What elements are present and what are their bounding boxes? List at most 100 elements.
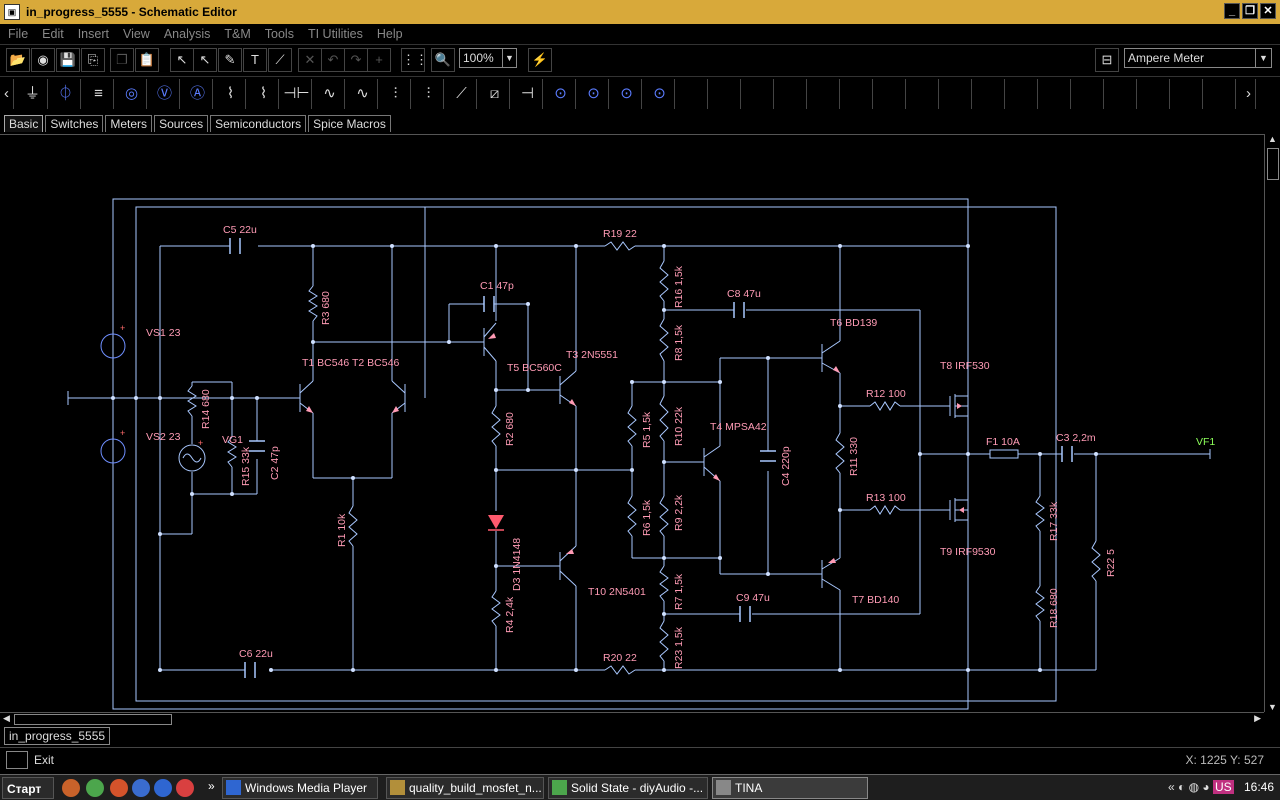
capacitor-icon[interactable]: ⊣⊢ — [282, 79, 312, 109]
empty-slot[interactable] — [1008, 79, 1038, 109]
wmp-quick-icon[interactable] — [154, 779, 172, 797]
pencil-icon[interactable]: ✎ — [218, 48, 242, 72]
empty-slot[interactable] — [1140, 79, 1170, 109]
scroll-right-icon[interactable]: ▶ — [1254, 713, 1261, 723]
analysis-mode-icon[interactable]: ⚡ — [528, 48, 552, 72]
open-folder-icon[interactable]: 📂 — [6, 48, 30, 72]
empty-slot[interactable] — [843, 79, 873, 109]
meter-select-icon[interactable]: ⊟ — [1095, 48, 1119, 72]
minimize-button[interactable]: _ — [1224, 3, 1240, 19]
ground-icon[interactable]: ⏚ — [18, 79, 48, 109]
menu-edit[interactable]: Edit — [42, 27, 64, 41]
empty-slot[interactable] — [975, 79, 1005, 109]
inductor-icon[interactable]: ∿ — [315, 79, 345, 109]
empty-slot[interactable] — [711, 79, 741, 109]
menu-ti-utilities[interactable]: TI Utilities — [307, 27, 363, 41]
schematic-canvas[interactable]: + + + — [0, 134, 1264, 712]
scroll-thumb[interactable] — [1267, 148, 1279, 180]
tab-semiconductors[interactable]: Semiconductors — [210, 115, 307, 132]
grid-icon[interactable]: ⋮⋮ — [401, 48, 428, 72]
line-tool-icon[interactable]: ⟋ — [268, 48, 292, 72]
potentiometer-icon[interactable]: ⌇ — [249, 79, 279, 109]
task-solid-state[interactable]: Solid State - diyAudio -... — [548, 777, 708, 799]
tab-spice-macros[interactable]: Spice Macros — [308, 115, 391, 132]
document-tab[interactable]: in_progress_5555 — [4, 727, 111, 745]
ground2-icon[interactable]: ≡ — [84, 79, 114, 109]
scroll-down-icon[interactable]: ▼ — [1268, 702, 1277, 712]
wire-arrow-icon[interactable]: ↖ — [193, 48, 217, 72]
expand-quicklaunch-icon[interactable]: » — [208, 779, 215, 793]
save-icon[interactable]: 💾 — [56, 48, 80, 72]
app-icon[interactable]: ▣ — [4, 4, 20, 20]
opera-icon[interactable] — [110, 779, 128, 797]
varistor-icon[interactable]: ⧄ — [480, 79, 510, 109]
undo-icon[interactable]: ↶ — [321, 48, 345, 72]
quicklaunch-icon[interactable] — [62, 779, 80, 797]
menu-file[interactable]: File — [8, 27, 29, 41]
vertical-scrollbar[interactable]: ▲ ▼ — [1264, 134, 1280, 712]
firefox-icon[interactable] — [132, 779, 150, 797]
empty-slot[interactable] — [1206, 79, 1236, 109]
horizontal-scrollbar[interactable]: ◀ ▶ — [0, 712, 1264, 726]
tab-basic[interactable]: Basic — [4, 115, 44, 132]
language-indicator[interactable]: US — [1212, 780, 1234, 794]
switch-icon[interactable]: ⟋ — [447, 79, 477, 109]
inductor2-icon[interactable]: ∿ — [348, 79, 378, 109]
menu-view[interactable]: View — [122, 27, 150, 41]
exit-icon[interactable] — [6, 751, 28, 769]
empty-slot[interactable] — [744, 79, 774, 109]
empty-slot[interactable] — [1173, 79, 1203, 109]
tab-meters[interactable]: Meters — [105, 115, 153, 132]
restore-button[interactable]: ❐ — [1242, 3, 1258, 19]
tab-switches[interactable]: Switches — [45, 115, 104, 132]
start-button[interactable]: Старт — [2, 777, 54, 799]
scroll-left-icon[interactable]: ◀ — [3, 713, 10, 723]
scroll-thumb[interactable] — [14, 714, 172, 725]
schematic-drawing[interactable]: + + + — [0, 135, 1264, 713]
save-as-icon[interactable]: ⎘ — [81, 48, 105, 72]
menu-tm[interactable]: T&M — [224, 27, 251, 41]
empty-slot[interactable] — [810, 79, 840, 109]
scroll-right-icon[interactable]: › — [1242, 79, 1256, 109]
empty-slot[interactable] — [1074, 79, 1104, 109]
empty-slot[interactable] — [1041, 79, 1071, 109]
menu-analysis[interactable]: Analysis — [163, 27, 211, 41]
ammeter-icon[interactable]: Ⓐ — [183, 79, 213, 109]
resistor-icon[interactable]: ⌇ — [216, 79, 246, 109]
text-tool-icon[interactable]: T — [243, 48, 267, 72]
paste-icon[interactable]: 📋 — [135, 48, 159, 72]
transformer2-icon[interactable]: ⫶ — [414, 79, 444, 109]
chrome-icon[interactable] — [86, 779, 104, 797]
terminal-icon[interactable]: ⊣ — [513, 79, 543, 109]
menu-tools[interactable]: Tools — [264, 27, 294, 41]
select-arrow-icon[interactable]: ↖ — [170, 48, 194, 72]
exit-button[interactable]: Exit — [34, 753, 55, 767]
chevron-down-icon[interactable]: ▼ — [1255, 49, 1271, 67]
tab-sources[interactable]: Sources — [154, 115, 209, 132]
scroll-left-icon[interactable]: ‹ — [0, 79, 14, 109]
voltage-generator-icon[interactable]: ◎ — [117, 79, 147, 109]
menu-insert[interactable]: Insert — [77, 27, 109, 41]
menu-help[interactable]: Help — [376, 27, 403, 41]
empty-slot[interactable] — [777, 79, 807, 109]
task-tina[interactable]: TINA — [712, 777, 868, 799]
chevron-down-icon[interactable]: ▼ — [502, 49, 516, 67]
zoom-select[interactable]: 100% ▼ — [459, 48, 517, 68]
empty-slot[interactable] — [876, 79, 906, 109]
is-source-icon[interactable]: ⊙ — [612, 79, 642, 109]
empty-slot[interactable] — [942, 79, 972, 109]
ic-source2-icon[interactable]: ⊙ — [579, 79, 609, 109]
empty-slot[interactable] — [1107, 79, 1137, 109]
close-button[interactable]: ✕ — [1260, 3, 1276, 19]
is-source2-icon[interactable]: ⊙ — [645, 79, 675, 109]
redo-icon[interactable]: ↷ — [344, 48, 368, 72]
media-icon[interactable] — [176, 779, 194, 797]
ic-source-icon[interactable]: ⊙ — [546, 79, 576, 109]
open-examples-icon[interactable]: ◉ — [31, 48, 55, 72]
empty-slot[interactable] — [909, 79, 939, 109]
rotate-icon[interactable]: + — [367, 48, 391, 72]
task-windows-media-player[interactable]: Windows Media Player — [222, 777, 378, 799]
task-quality-build[interactable]: quality_build_mosfet_n... — [386, 777, 544, 799]
copy-icon[interactable]: ❐ — [110, 48, 134, 72]
scroll-up-icon[interactable]: ▲ — [1268, 134, 1277, 144]
